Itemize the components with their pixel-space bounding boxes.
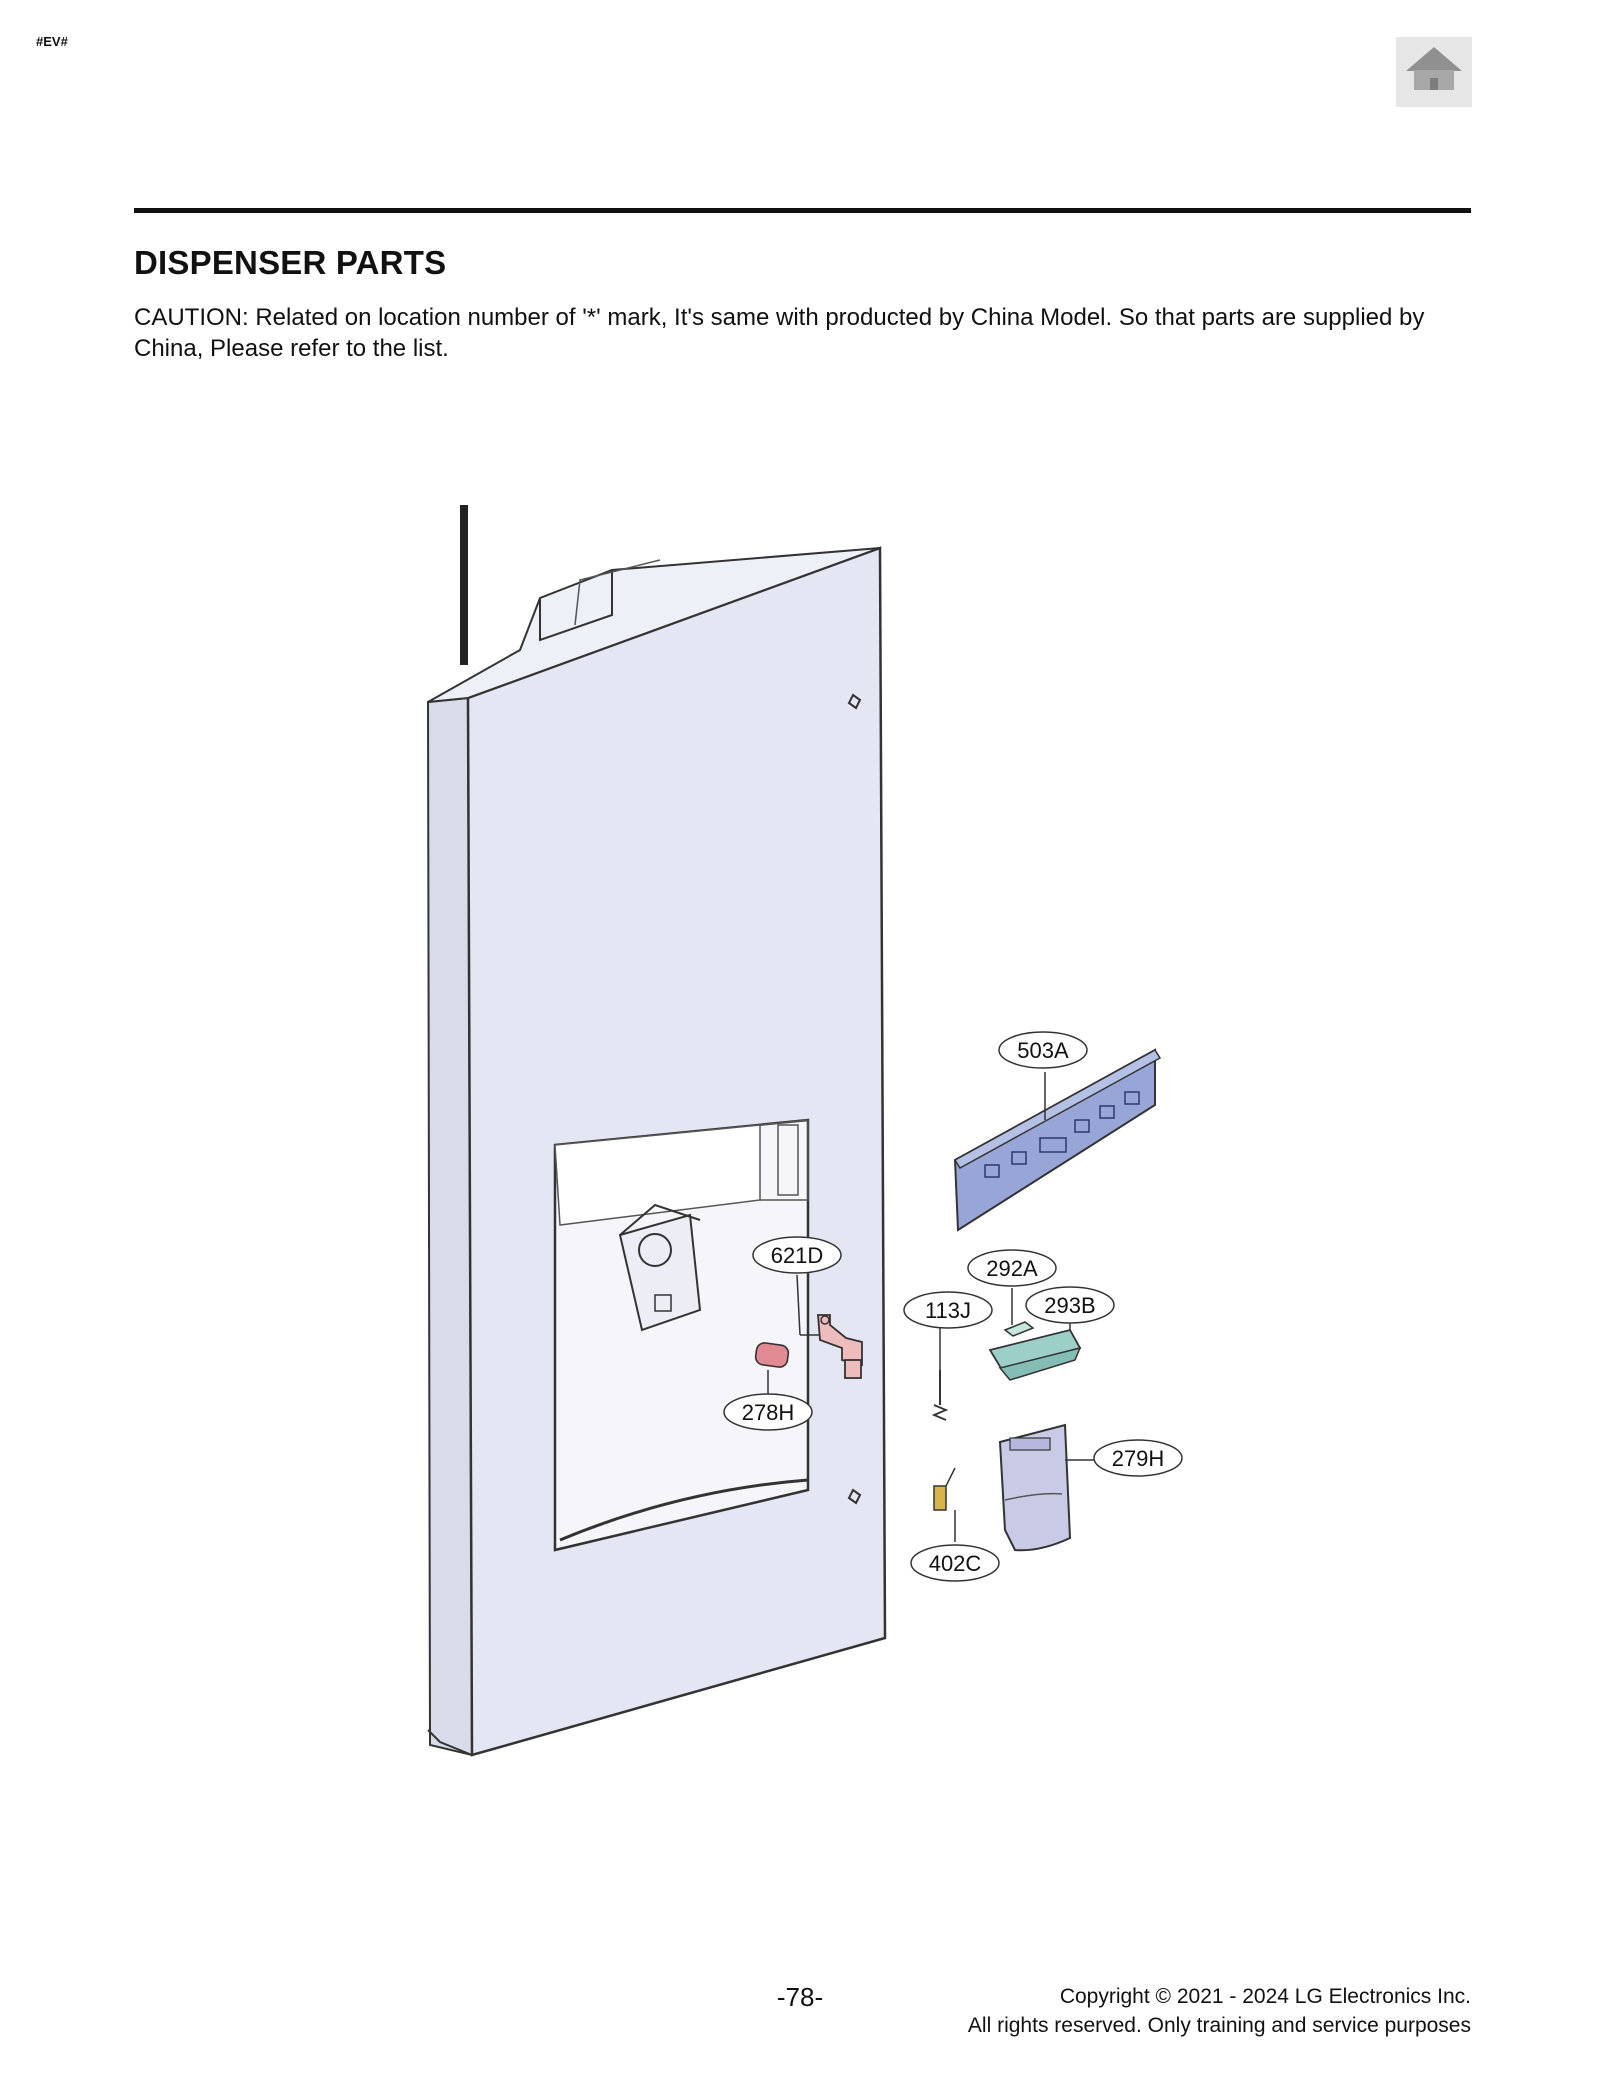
home-icon bbox=[1406, 47, 1462, 90]
callout-label: 113J bbox=[925, 1298, 971, 1323]
cylinder-part bbox=[754, 1342, 790, 1368]
callout-label: 279H bbox=[1112, 1446, 1165, 1471]
callout-113J: 113J bbox=[903, 1291, 993, 1329]
dispenser-recess bbox=[553, 1118, 810, 1552]
control-panel-part bbox=[953, 1048, 1162, 1232]
hinge-pin bbox=[460, 505, 468, 665]
callout-label: 278H bbox=[742, 1400, 795, 1425]
copyright-line: Copyright © 2021 - 2024 LG Electronics I… bbox=[1059, 1985, 1471, 2008]
document-tag: #EV# bbox=[36, 34, 68, 49]
callout-503A: 503A bbox=[998, 1031, 1088, 1069]
callout-621D: 621D bbox=[752, 1236, 842, 1274]
caution-text: CAUTION: Related on location number of '… bbox=[134, 304, 1425, 362]
section-title: DISPENSER PARTS bbox=[134, 244, 447, 281]
home-button[interactable] bbox=[1396, 37, 1472, 107]
header-rule bbox=[134, 208, 1471, 213]
callout-label: 293B bbox=[1044, 1293, 1095, 1318]
dispenser-cover-part bbox=[998, 1423, 1072, 1552]
callout-label: 292A bbox=[986, 1256, 1038, 1281]
lever-bracket-part bbox=[988, 1328, 1082, 1381]
callout-label: 402C bbox=[929, 1551, 982, 1576]
copyright-notice: Copyright © 2021 - 2024 LG Electronics I… bbox=[968, 1982, 1471, 2040]
callout-402C: 402C bbox=[910, 1544, 1000, 1582]
small-pad-part bbox=[1003, 1321, 1035, 1337]
page-number: -78- bbox=[776, 1982, 824, 2012]
callout-293B: 293B bbox=[1025, 1286, 1115, 1324]
callout-292A: 292A bbox=[967, 1249, 1057, 1287]
water-valve-part bbox=[800, 1314, 863, 1379]
micro-switch-part bbox=[933, 1467, 956, 1511]
spring-part bbox=[931, 1370, 949, 1421]
callout-label: 503A bbox=[1017, 1038, 1069, 1063]
callout-279H: 279H bbox=[1093, 1439, 1183, 1477]
dispenser-exploded-diagram: 503A 621D 292A 113J 293B 278H 279H 402C bbox=[426, 505, 1183, 1757]
callout-label: 621D bbox=[771, 1243, 824, 1268]
rights-line: All rights reserved. Only training and s… bbox=[967, 2014, 1471, 2037]
callout-278H: 278H bbox=[723, 1393, 813, 1431]
